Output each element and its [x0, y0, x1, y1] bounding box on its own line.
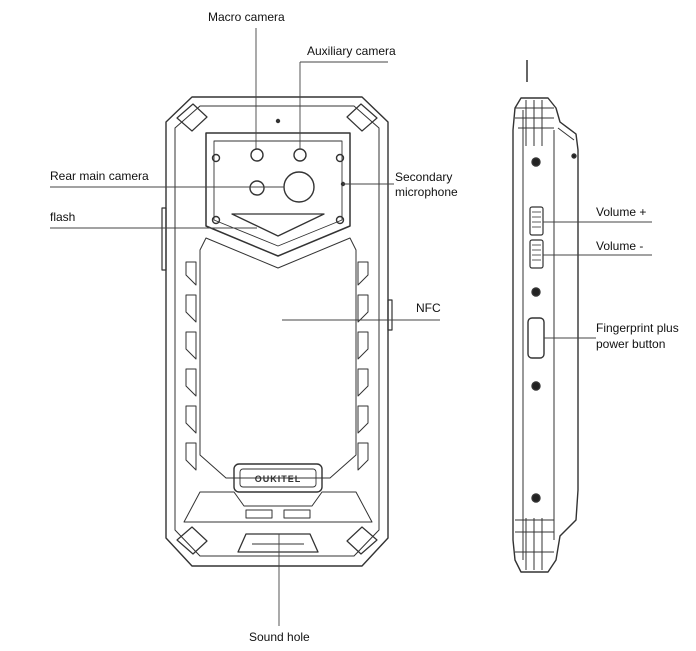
- auxiliary-camera-lens: [293, 148, 307, 162]
- speaker-grille-right: [283, 509, 311, 519]
- side-bottom-bumper: [515, 518, 577, 570]
- label-macro-camera: Macro camera: [208, 10, 285, 24]
- macro-camera-lens: [250, 148, 264, 162]
- side-hole-3: [531, 381, 541, 391]
- volume-up-button: [529, 206, 544, 236]
- grip-stripes-left: [185, 261, 197, 471]
- back-inner-frame: [174, 105, 380, 557]
- volume-down-button: [529, 239, 544, 269]
- label-secondary-microphone-line1: Secondary: [395, 170, 453, 184]
- back-center-panel: [199, 237, 357, 479]
- side-hole-4: [531, 493, 541, 503]
- logo-plate-inner: [239, 468, 317, 488]
- back-side-button-left: [161, 207, 167, 271]
- label-flash: flash: [50, 210, 76, 224]
- fingerprint-power-button: [527, 317, 545, 359]
- phone-back-view: OUKITEL: [161, 96, 393, 567]
- label-volume-down: Volume -: [596, 239, 644, 253]
- corner-bumper-top-left: [176, 103, 208, 132]
- camera-screw-bl: [211, 215, 221, 225]
- leader-lines: [50, 28, 652, 626]
- speaker-grille-left: [245, 509, 273, 519]
- side-hole-1: [531, 157, 541, 167]
- camera-screw-br: [335, 215, 345, 225]
- volume-button-ridges: [532, 211, 541, 261]
- corner-bumper-bottom-left: [176, 526, 208, 555]
- camera-chevron-bar: [231, 213, 325, 237]
- rear-main-camera-lens: [283, 171, 315, 203]
- side-dot-small: [571, 153, 577, 159]
- back-side-button-right: [387, 299, 393, 331]
- label-secondary-microphone-line2: microphone: [395, 185, 458, 199]
- grip-stripes-right: [357, 261, 369, 471]
- sound-hole-cutout: [237, 533, 319, 553]
- logo-plate: [233, 463, 323, 493]
- phone-side-view: [512, 60, 579, 573]
- side-top-bumper: [515, 100, 577, 146]
- camera-screw-tl: [211, 153, 221, 163]
- label-rear-main-camera: Rear main camera: [50, 169, 149, 183]
- flash-led: [249, 180, 265, 196]
- camera-module: [205, 132, 351, 257]
- back-bottom-skirt: [183, 491, 373, 523]
- camera-screw-tr: [335, 153, 345, 163]
- side-hole-2: [531, 287, 541, 297]
- logo-text: OUKITEL: [255, 474, 302, 484]
- camera-module-inner: [213, 140, 343, 247]
- corner-bumper-bottom-right: [346, 526, 378, 555]
- label-fingerprint-line2: power button: [596, 337, 666, 351]
- label-sound-hole: Sound hole: [249, 630, 310, 644]
- corner-bumper-top-right: [346, 103, 378, 132]
- back-outer-body: [165, 96, 389, 567]
- label-fingerprint-line1: Fingerprint plus: [596, 321, 679, 335]
- label-auxiliary-camera: Auxiliary camera: [307, 44, 396, 58]
- top-microphone-dot: [275, 118, 281, 124]
- label-nfc: NFC: [416, 301, 441, 315]
- label-volume-up: Volume +: [596, 205, 647, 219]
